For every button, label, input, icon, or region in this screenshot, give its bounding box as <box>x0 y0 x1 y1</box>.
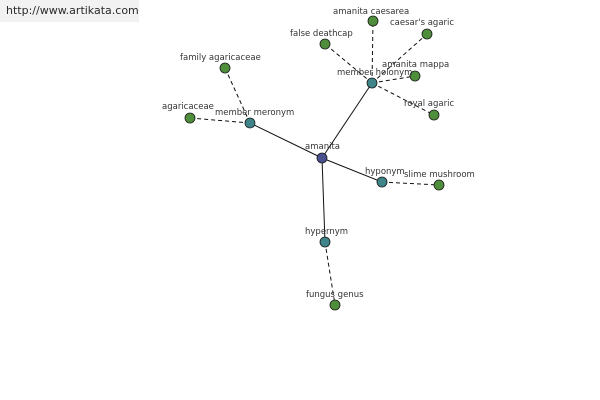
node-slime-mushroom[interactable] <box>433 179 445 191</box>
node-member-holonym[interactable] <box>366 77 378 89</box>
graph-edges <box>189 20 440 306</box>
edge-member-holonym-to-royal-agaric <box>371 82 435 116</box>
label-false-deathcap[interactable]: false deathcap <box>290 29 353 39</box>
label-family-agaricaceae[interactable]: family agaricaceae <box>180 53 261 63</box>
node-hypernym[interactable] <box>319 236 331 248</box>
site-url[interactable]: http://www.artikata.com <box>0 0 139 22</box>
label-hypernym[interactable]: hypernym <box>305 227 348 237</box>
edge-hypernym-to-fungus-genus <box>324 241 336 306</box>
edge-member-meronym-to-family-agaricaceae <box>224 67 251 124</box>
node-false-deathcap[interactable] <box>319 38 331 50</box>
edge-member-meronym-to-agaricaceae <box>189 117 251 124</box>
node-amanita-caesarea[interactable] <box>367 15 379 27</box>
label-amanita-caesarea[interactable]: amanita caesarea <box>333 7 409 17</box>
edge-amanita-to-member-holonym <box>321 82 373 159</box>
label-member-meronym[interactable]: member meronym <box>215 108 294 118</box>
edge-hyponym-to-slime-mushroom <box>381 181 440 186</box>
label-hyponym[interactable]: hyponym <box>365 167 405 177</box>
edge-member-holonym-to-false-deathcap <box>324 43 373 84</box>
edge-member-holonym-to-amanita-caesarea <box>371 20 374 84</box>
edge-amanita-to-member-meronym <box>249 122 323 159</box>
node-amanita[interactable] <box>316 152 328 164</box>
node-family-agaricaceae[interactable] <box>219 62 231 74</box>
node-royal-agaric[interactable] <box>428 109 440 121</box>
label-fungus-genus[interactable]: fungus genus <box>306 290 364 300</box>
node-agaricaceae[interactable] <box>184 112 196 124</box>
label-amanita[interactable]: amanita <box>305 142 340 152</box>
label-royal-agaric[interactable]: royal agaric <box>404 99 454 109</box>
node-fungus-genus[interactable] <box>329 299 341 311</box>
edge-amanita-to-hypernym <box>321 157 326 243</box>
node-hyponym[interactable] <box>376 176 388 188</box>
edge-amanita-to-hyponym <box>321 157 383 183</box>
graph-labels: amanita member meronym member holonym hypon… <box>162 7 475 300</box>
node-member-meronym[interactable] <box>244 117 256 129</box>
edge-member-holonym-to-caesars-agaric <box>371 33 428 84</box>
label-agaricaceae[interactable]: agaricaceae <box>162 102 214 112</box>
graph-nodes <box>184 15 445 311</box>
label-slime-mushroom[interactable]: slime mushroom <box>404 170 475 180</box>
node-amanita-mappa[interactable] <box>409 70 421 82</box>
label-caesars-agaric[interactable]: caesar's agaric <box>390 18 454 28</box>
label-member-holonym[interactable]: member holonym <box>337 68 412 78</box>
edge-member-holonym-to-amanita-mappa <box>371 75 416 84</box>
label-amanita-mappa[interactable]: amanita mappa <box>382 60 449 70</box>
node-caesars-agaric[interactable] <box>421 28 433 40</box>
